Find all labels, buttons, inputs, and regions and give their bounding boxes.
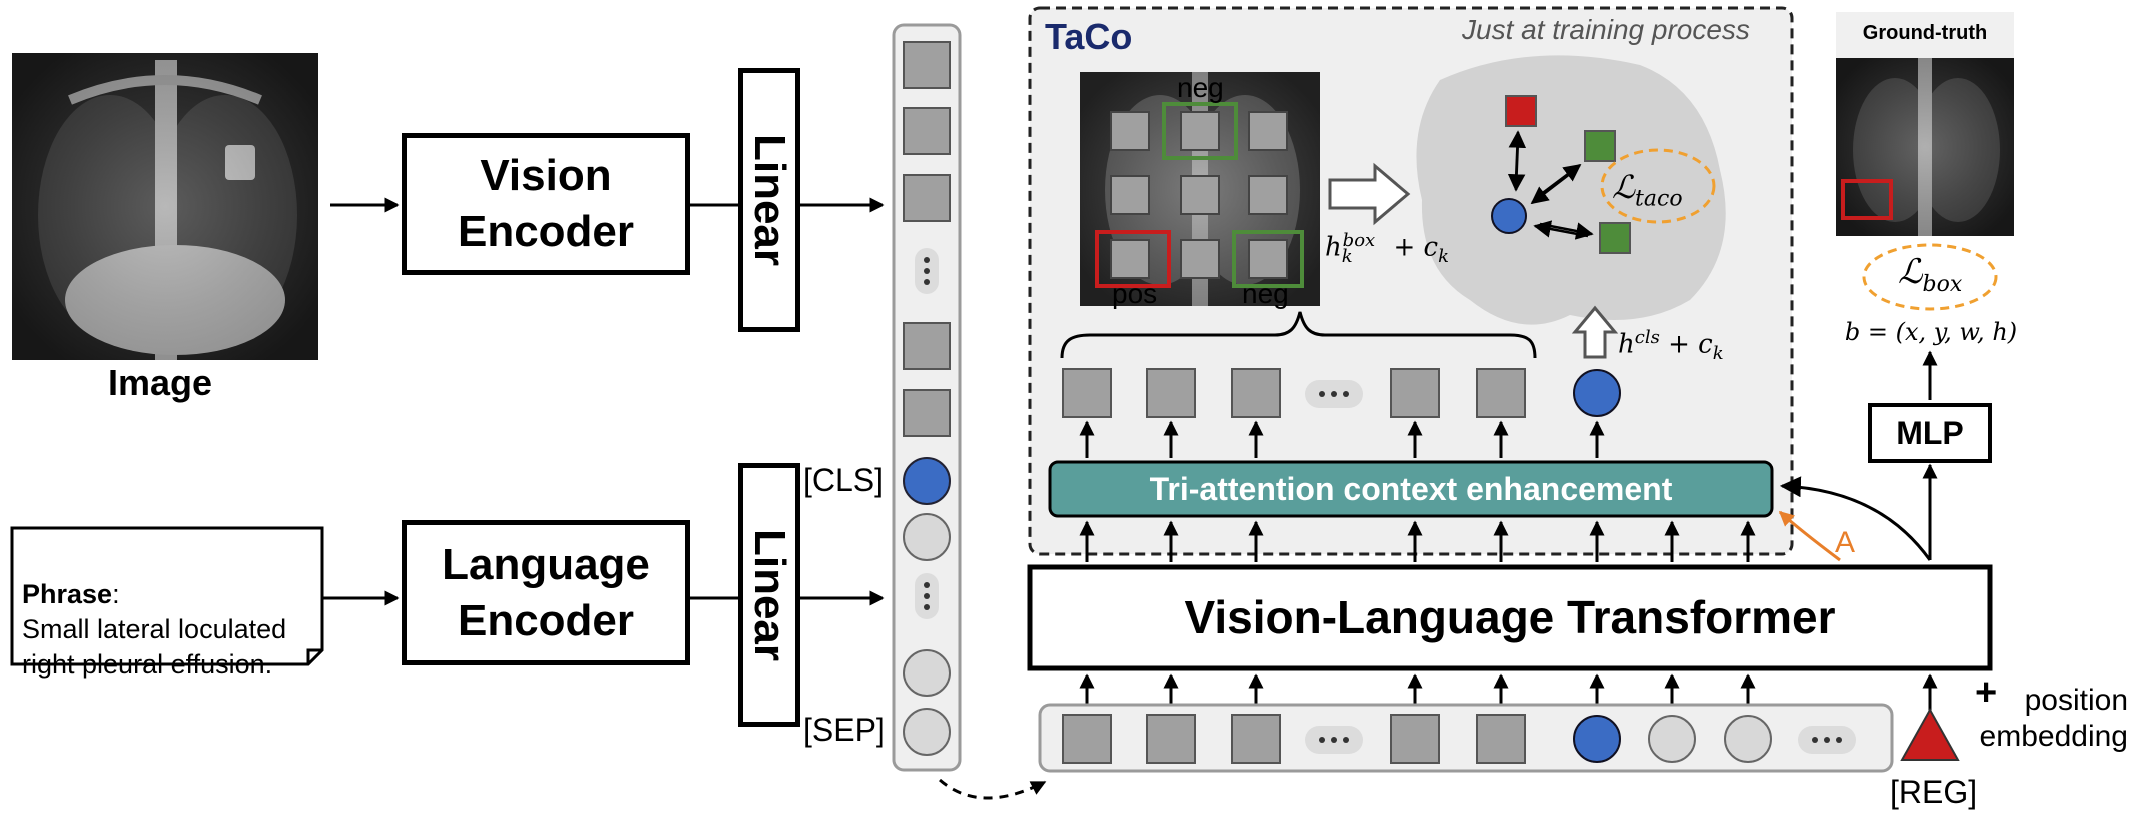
sep-token-label: [SEP]: [803, 712, 885, 748]
vlt-label: Vision-Language Transformer: [1184, 591, 1836, 643]
feature-space-cloud: [1416, 55, 1726, 325]
negative-sample-green: [1584, 130, 1616, 162]
image-label: Image: [108, 362, 213, 403]
hollow-arrow-to-feature-space: [1328, 162, 1411, 226]
anchor-cls-circle: [1491, 198, 1527, 234]
phrase-text: Phrase:Small lateral loculated right ple…: [22, 579, 287, 679]
hollow-arrow-cls-up: [1571, 305, 1619, 359]
tri-attention-bar: [1048, 460, 1774, 518]
sep-token-circle: [903, 708, 951, 756]
column-text-token: [903, 649, 951, 697]
vision-language-transformer-box: [1027, 564, 1993, 671]
tri-attention-label: Tri-attention context enhancement: [1149, 471, 1673, 507]
phrase-body: Small lateral loculated right pleural ef…: [22, 614, 287, 679]
linear-label: Linear: [745, 528, 795, 662]
arrow-reg-to-tri-attention: [1779, 476, 1932, 561]
upper-token-row: [1062, 368, 1621, 418]
arrows-vlt-to-tri-attention: [1079, 520, 1756, 562]
position-embedding-label: position embedding: [1979, 684, 2128, 753]
phrase-note-box: [10, 526, 324, 666]
reg-token-label: [REG]: [1890, 774, 1978, 810]
neg-label-bottom: neg: [1242, 278, 1289, 309]
language-encoder-box: Language Encoder: [402, 520, 690, 665]
dashed-arrow-to-input-row: [939, 778, 1047, 800]
taco-loss-ellipse: [1600, 148, 1716, 224]
neg-label-top: neg: [1177, 72, 1224, 103]
arrow-attention-a: [1778, 510, 1841, 562]
curly-brace: [1060, 311, 1537, 359]
negative-sample-green: [1599, 222, 1631, 254]
ground-truth-label: Ground-truth: [1862, 22, 1988, 44]
mlp-box: MLP: [1868, 403, 1992, 463]
taco-title: TaCo: [1045, 16, 1133, 57]
cls-token-circle: [903, 457, 951, 505]
h-box-formula: hkbox + ck: [1325, 230, 1449, 267]
h-cls-formula: hcls + ck: [1618, 327, 1724, 364]
taco-note: Just at training process: [1462, 14, 1750, 45]
negative-sample-red: [1505, 95, 1537, 127]
box-loss: ℒbox: [1898, 252, 1963, 297]
box-loss-ellipse: [1862, 243, 1998, 311]
bbox-formula: b = (x, y, w, h): [1844, 318, 2018, 346]
cls-token-label: [CLS]: [803, 462, 884, 498]
attention-a-label: A: [1835, 526, 1856, 559]
taco-xray-patches: [1080, 72, 1320, 306]
phrase-title: Phrase: [22, 579, 113, 609]
reg-token-triangle: [1900, 707, 1960, 761]
vision-encoder-box: Vision Encoder: [402, 133, 690, 275]
column-ellipsis-top: [915, 248, 939, 294]
position-embedding-plus: +: [1975, 672, 1998, 714]
taco-loss: ℒtaco: [1612, 168, 1683, 212]
linear-label: Linear: [745, 133, 795, 267]
pos-label: pos: [1112, 278, 1158, 309]
column-ellipsis-bottom: [915, 573, 939, 619]
linear-layer-vision: Linear: [738, 68, 800, 332]
column-token-squares: [903, 41, 951, 437]
contrastive-arrows: [1507, 130, 1594, 240]
column-text-token: [903, 513, 951, 561]
ground-truth-image: [1836, 12, 2014, 236]
input-row-tokens: [1062, 714, 1856, 764]
arrows-to-upper-row: [1079, 420, 1605, 458]
chest-xray-image: [12, 53, 318, 360]
linear-layer-language: Linear: [738, 463, 800, 727]
